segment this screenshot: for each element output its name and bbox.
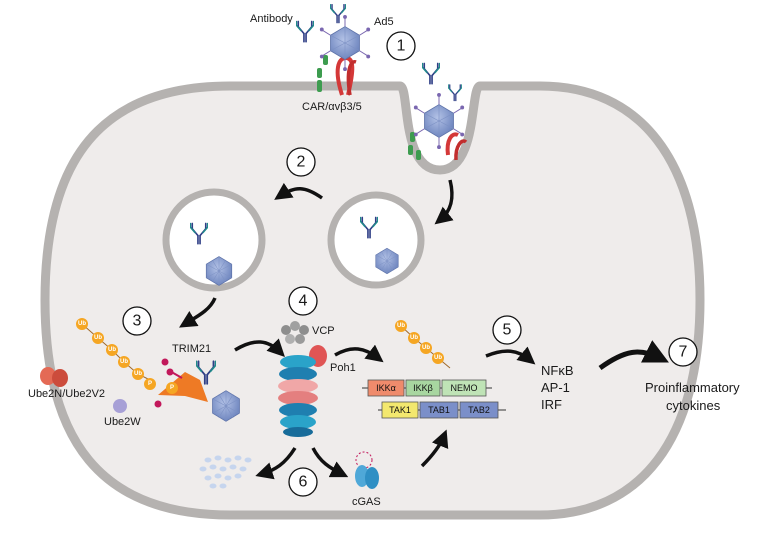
step-markers: 1 2 3 4 5 6 7 [122,31,698,497]
arrow-to-nfkb [485,346,536,365]
tak1-box [381,401,419,419]
label-irf: IRF [541,397,562,412]
label-nfkb: NFκB [541,363,574,378]
arrow-to-trim21 [179,297,217,328]
label-proinflammatory: Proinflammatory [645,380,740,395]
ikkb-box [405,379,441,397]
endosome-left [162,188,266,292]
ub-label: Ub [108,347,116,353]
trim21-protein: P P [144,358,208,408]
step-circle-5 [492,315,522,345]
step-circle-3 [122,306,152,336]
ub-label: Ub [397,323,405,329]
arrow-cgas-to-tak [420,429,449,468]
ube2n-protein [40,367,56,385]
step-number-2: 2 [297,154,306,171]
step-circle-4 [288,286,318,316]
ube2w-protein [113,399,127,413]
ub-label: Ub [422,345,430,351]
step-number-5: 5 [503,322,512,339]
step-number-7: 7 [679,344,688,361]
label-tab2: TAB2 [468,405,490,415]
arrow-to-cgas [311,447,349,478]
ub-label: Ub [120,359,128,365]
proteasome-icon [278,321,327,437]
cell-membrane [40,81,705,520]
step-number-6: 6 [299,474,308,491]
ikka-box [367,379,405,397]
label-ad5: Ad5 [374,16,394,28]
label-vcp: VCP [312,325,335,337]
label-tab1: TAB1 [428,405,450,415]
label-receptor: CAR/αvβ3/5 [302,101,362,113]
label-ap1: AP-1 [541,380,570,395]
label-antibody: Antibody [250,13,293,25]
arrow-escape [274,182,324,200]
step-circle-1 [386,31,416,61]
peptide-fragments [199,455,252,489]
label-ikkb: IKKβ [413,383,433,393]
endosome-right [327,191,425,289]
step-number-3: 3 [133,313,142,330]
arrow-endocytosis [434,179,454,225]
ube2v2-protein [52,369,68,387]
endocytic-pit [408,132,468,161]
label-tak1: TAK1 [389,405,411,415]
ub-label: Ub [410,335,418,341]
cgas-protein [355,451,379,489]
tab2-box [459,401,499,419]
ub-label: Ub [434,355,442,361]
ubiquitin-chain-icon: Ub Ub Ub Ub [395,320,451,369]
label-ikka: IKKα [376,383,396,393]
label-cytokines: cytokines [666,398,721,413]
step-circle-2 [286,147,316,177]
arrow-to-ikk [334,344,384,363]
tab1-box [419,401,459,419]
adenovirus-capsid-icon [413,92,465,150]
arrow-to-cytokines [598,340,669,371]
ub-label: Ub [94,335,102,341]
ub-label: Ub [134,371,142,377]
nemo-box [441,379,487,397]
arrow-to-peptides [255,447,297,480]
phospho-label: P [170,385,174,391]
step-circle-7 [668,337,698,367]
label-ube2n: Ube2N/Ube2V2 [28,388,105,400]
label-cgas: cGAS [352,496,381,508]
ubiquitin-chain-icon: Ub Ub Ub Ub Ub [76,318,151,381]
label-trim21: TRIM21 [172,343,211,355]
ub-label: Ub [78,321,86,327]
label-poh1: Poh1 [330,362,356,374]
label-nemo: NEMO [451,383,478,393]
step-number-1: 1 [397,38,406,55]
label-ube2w: Ube2W [104,416,141,428]
antibody-icon [448,84,462,102]
step-circle-6 [288,467,318,497]
step-number-4: 4 [299,293,308,310]
antibody-icon [330,4,346,24]
arrow-to-proteasome [234,338,285,357]
antibody-icon [296,20,314,44]
antibody-icon [422,62,440,86]
phospho-label: P [148,381,152,387]
